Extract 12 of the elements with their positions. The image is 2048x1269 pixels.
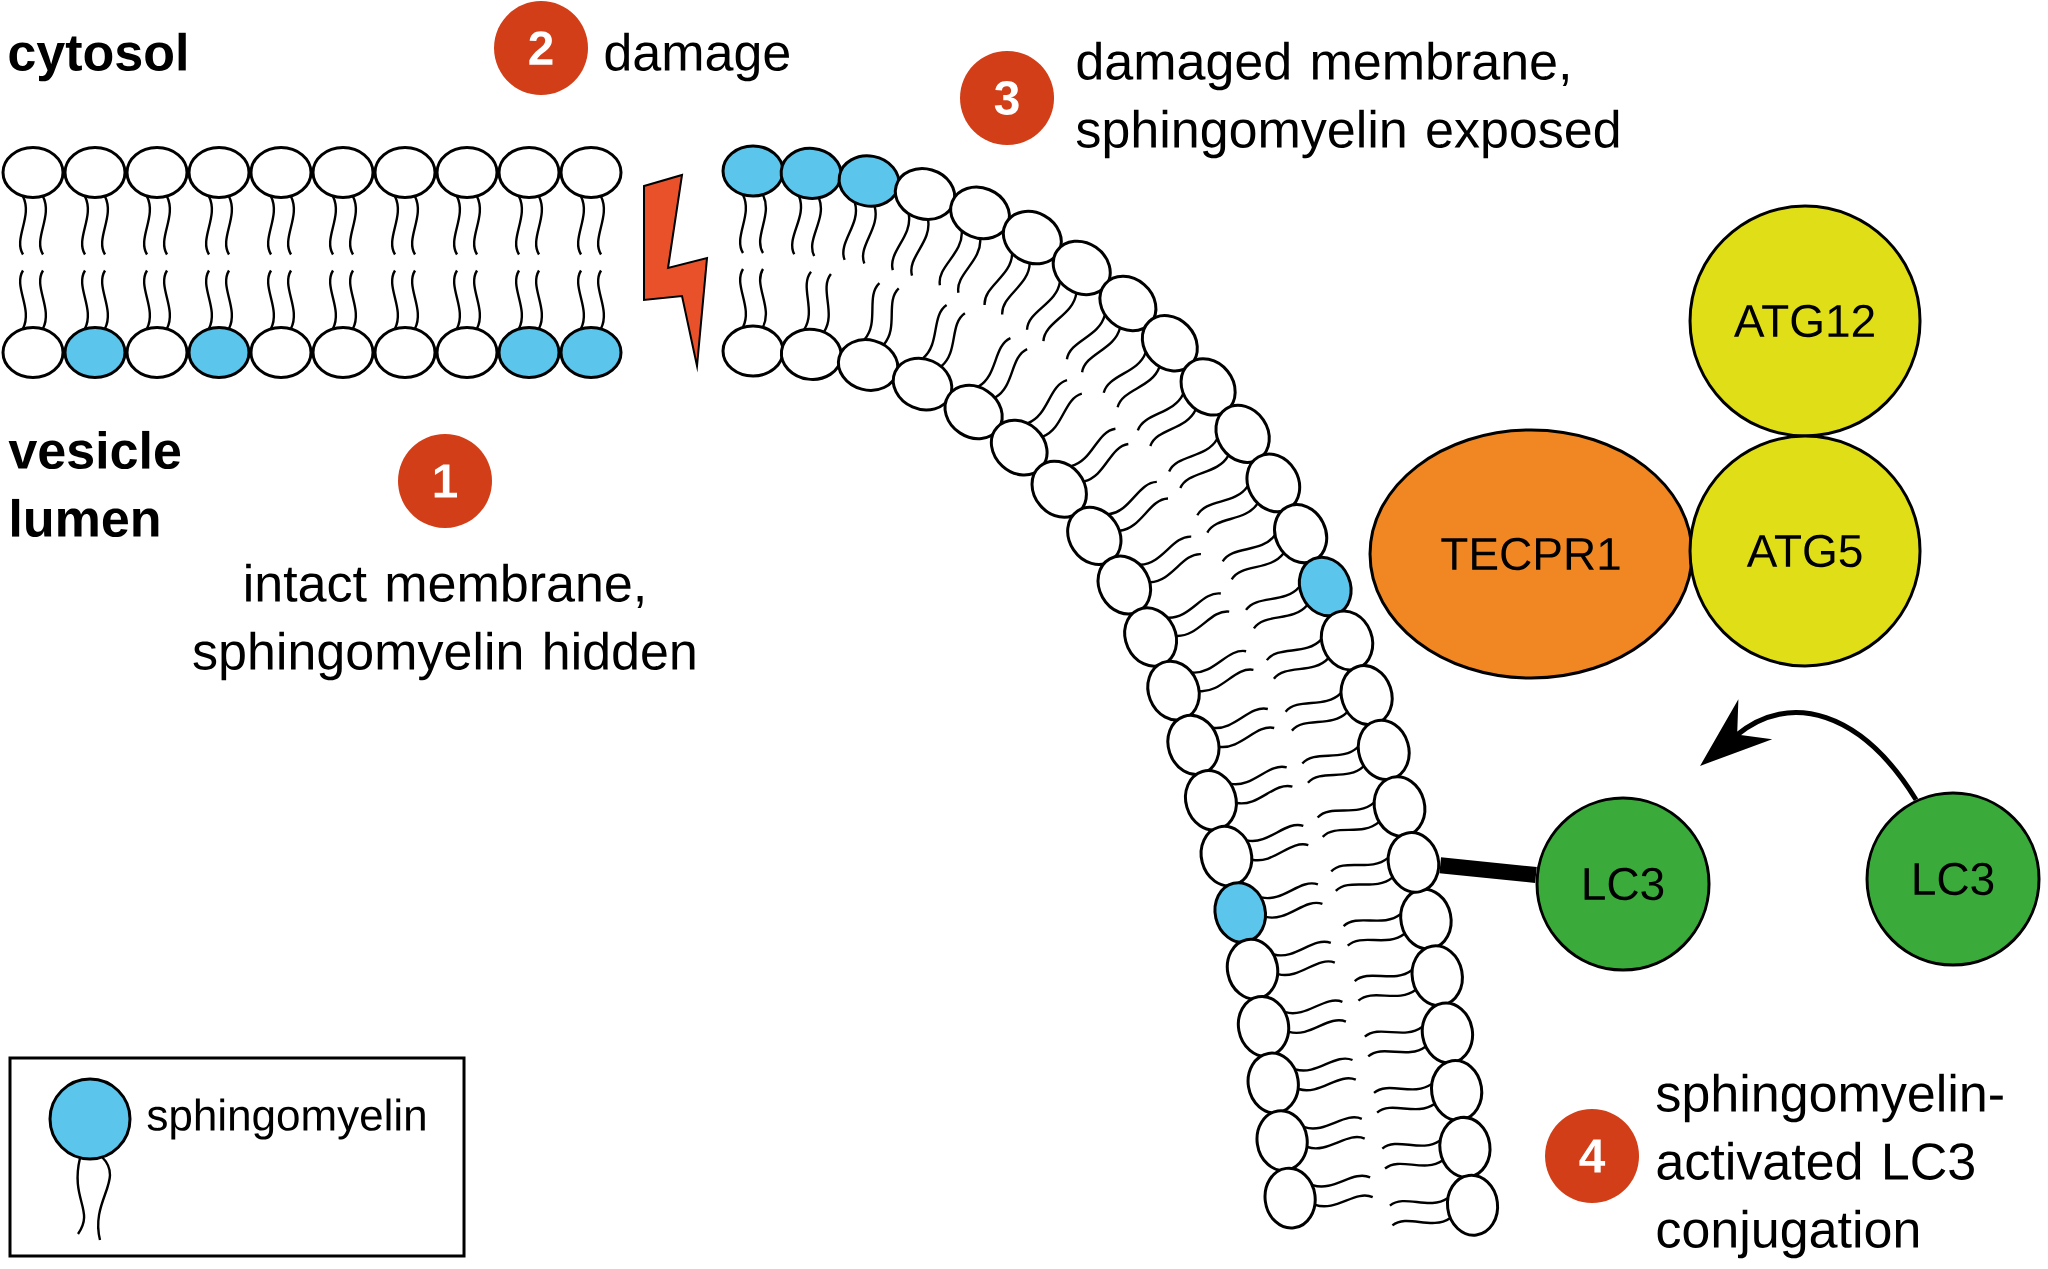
step-label: damage xyxy=(605,32,789,82)
step-badge: 2 xyxy=(494,1,588,95)
step-badge: 3 xyxy=(960,51,1054,145)
region-label: cytosol xyxy=(9,32,186,82)
step-label: sphingomyelin-activated LC3 conjugation xyxy=(1656,1073,2003,1259)
region-label: vesicle lumen xyxy=(8,430,181,538)
step-badge: 1 xyxy=(398,434,492,528)
legend-box: sphingomyelin xyxy=(8,1056,466,1258)
step-label: damaged membrane, sphingomyelin exposed xyxy=(1076,41,1619,159)
step-label: intact membrane, sphingomyelin hidden xyxy=(193,563,695,681)
step-badge: 4 xyxy=(1545,1109,1640,1203)
connector-bar xyxy=(1439,857,1537,883)
